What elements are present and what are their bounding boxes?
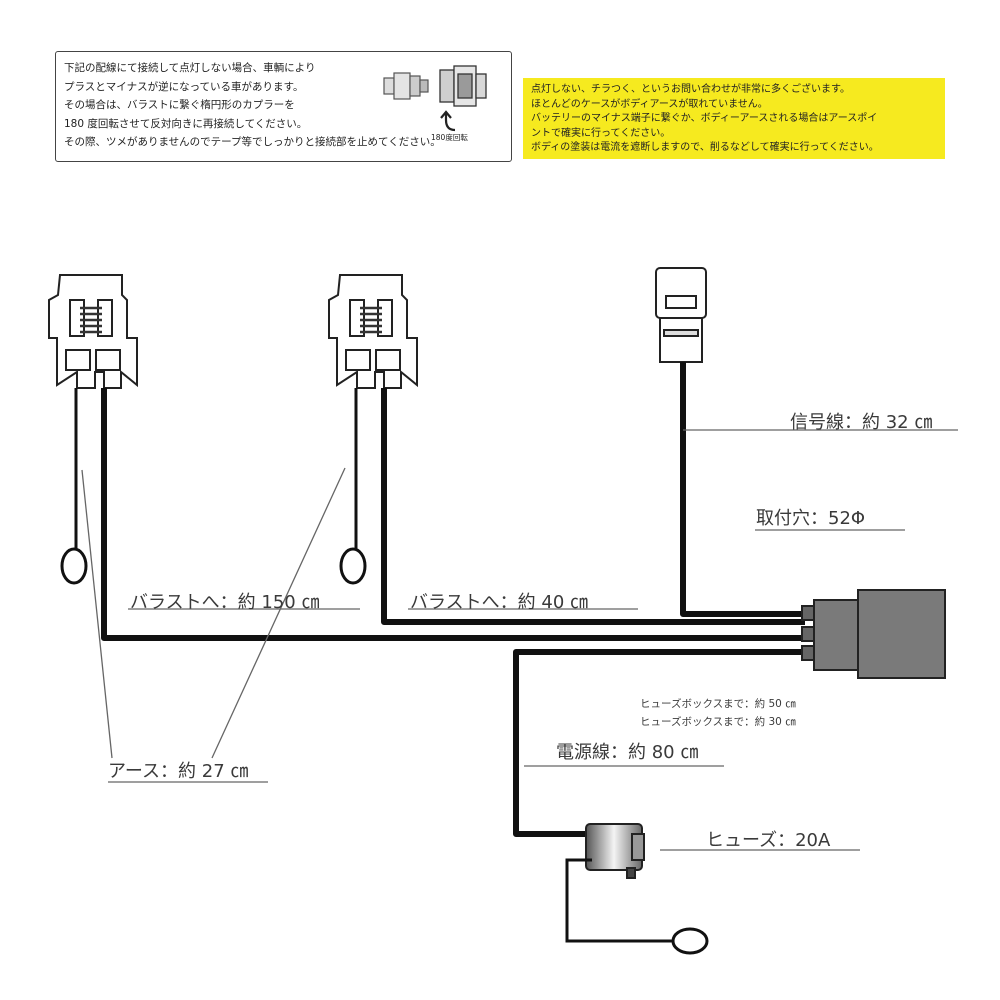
fuse-ground-wire xyxy=(565,858,679,943)
note-box: 下記の配線にて接続して点灯しない場合、車輌により プラスとマイナスが逆になってい… xyxy=(55,51,512,162)
note-line: 下記の配線にて接続して点灯しない場合、車輌により xyxy=(64,62,316,74)
warning-line: バッテリーのマイナス端子に繋ぐか、ボディーアースされる場合はアースポイ xyxy=(531,113,878,125)
warning-line: ほとんどのケースがボディアースが取れていません。 xyxy=(531,98,768,110)
earth-terminal-right xyxy=(339,547,367,585)
warning-line: ボディの塗装は電流を遮断しますので、削るなどして確実に行ってください。 xyxy=(531,142,879,154)
note-line: その際、ツメがありませんのでテープ等でしっかりと接続部を止めてください。 xyxy=(64,136,441,148)
warning-box: 点灯しない、チラつく、というお問い合わせが非常に多くございます。 ほとんどのケー… xyxy=(523,78,945,159)
fuse-holder xyxy=(585,823,645,879)
note-line: 180 度回転させて反対向きに再接続してください。 xyxy=(64,117,308,130)
leader-lines xyxy=(81,429,958,851)
ballast-150-label: バラストへ：約 150 ㎝ xyxy=(130,592,320,613)
warning-line: 点灯しない、チラつく、というお問い合わせが非常に多くございます。 xyxy=(531,84,850,95)
bulb-socket-left xyxy=(48,274,138,389)
ballast-40-label: バラストへ：約 40 ㎝ xyxy=(410,592,588,613)
earth-terminal-left xyxy=(60,547,88,585)
fusebox-50-label: ヒューズボックスまで：約 50 ㎝ xyxy=(640,698,796,710)
note-line: その場合は、バラストに繋ぐ楕円形のカプラーを xyxy=(64,99,295,111)
mounting-hole-label: 取付穴：52Φ xyxy=(756,508,866,529)
note-text: 下記の配線にて接続して点灯しない場合、車輌により プラスとマイナスが逆になってい… xyxy=(64,59,441,152)
warning-text: 点灯しない、チラつく、というお問い合わせが非常に多くございます。 ほとんどのケー… xyxy=(531,83,879,156)
coupler-rotate-illustration xyxy=(383,65,487,132)
note-line: プラスとマイナスが逆になっている車があります。 xyxy=(64,80,304,93)
signal-connector xyxy=(655,267,707,363)
relay-connector xyxy=(801,589,946,679)
fuse-ring-terminal xyxy=(671,927,709,955)
signal-wire-label: 信号線：約 32 ㎝ xyxy=(790,412,933,433)
fusebox-30-label: ヒューズボックスまで：約 30 ㎝ xyxy=(640,716,796,728)
main-wires xyxy=(101,362,805,837)
warning-line: ントで確実に行ってください。 xyxy=(531,127,671,139)
earth-wire-label: アース：約 27 ㎝ xyxy=(108,761,249,782)
rotate-arrow-icon xyxy=(440,110,456,132)
plug-icon xyxy=(383,72,429,100)
fuse-label: ヒューズ：20A xyxy=(706,830,831,851)
socket-icon xyxy=(439,65,487,107)
earth-wires xyxy=(74,388,358,550)
power-wire-label: 電源線：約 80 ㎝ xyxy=(556,742,699,763)
rotate-label: 180度回転 xyxy=(431,133,468,142)
bulb-socket-right xyxy=(328,274,418,389)
